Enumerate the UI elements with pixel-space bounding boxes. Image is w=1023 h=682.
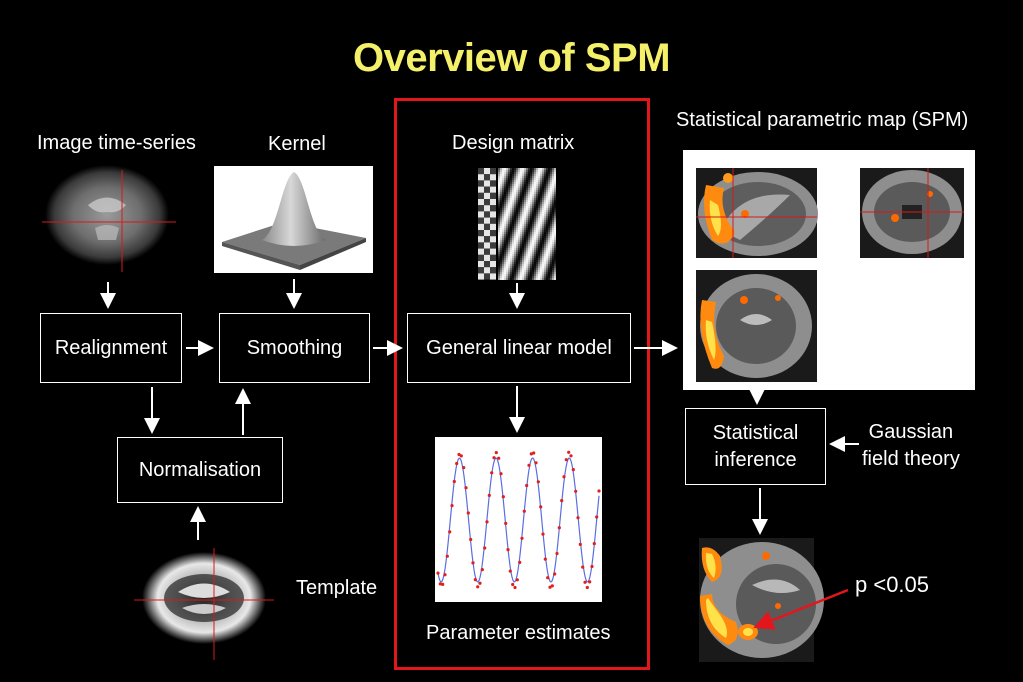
estimate-point <box>597 489 601 493</box>
spm-panel <box>683 150 975 390</box>
estimate-point <box>585 585 589 590</box>
estimate-point <box>483 546 487 550</box>
estimate-point <box>581 565 585 569</box>
flow-arrows <box>100 279 859 540</box>
image-time-series-label: Image time-series <box>37 132 196 154</box>
design-matrix-label: Design matrix <box>452 132 575 154</box>
estimate-point <box>515 578 519 582</box>
estimate-point <box>476 585 480 589</box>
estimate-point <box>569 454 573 458</box>
estimate-point <box>487 493 491 497</box>
estimate-point <box>436 571 440 575</box>
estimate-point <box>532 451 536 455</box>
glm-box: General linear model <box>407 313 631 383</box>
estimate-point <box>459 454 463 458</box>
estimate-point <box>520 536 524 540</box>
estimate-point <box>464 486 468 490</box>
estimate-point <box>592 542 596 546</box>
estimate-point <box>452 479 456 484</box>
estimate-point <box>567 450 571 454</box>
estimate-point <box>562 475 566 479</box>
estimate-point <box>504 521 508 526</box>
estimate-point <box>511 582 515 587</box>
estimate-point <box>471 561 475 565</box>
estimate-point <box>441 582 445 587</box>
design-matrix-image <box>476 167 556 280</box>
estimate-point <box>576 516 580 520</box>
glm-highlight-frame <box>394 98 650 670</box>
estimate-point <box>536 480 540 484</box>
estimate-point <box>522 509 526 513</box>
p-value-label: p <0.05 <box>855 572 930 597</box>
gaussian-kernel-image <box>214 166 373 273</box>
gaussian-field-theory-label: Gaussian field theory <box>862 421 960 470</box>
page-title: Overview of SPM <box>352 36 671 80</box>
estimate-point <box>473 578 477 582</box>
estimate-point <box>513 585 517 590</box>
estimate-point <box>450 504 454 508</box>
estimate-point <box>497 456 501 460</box>
normalisation-box: Normalisation <box>117 437 283 503</box>
estimate-point <box>557 526 561 530</box>
estimate-point <box>492 456 496 460</box>
kernel-label: Kernel <box>268 133 326 155</box>
estimate-point <box>555 551 559 556</box>
estimate-point <box>485 520 489 524</box>
smoothing-box: Smoothing <box>219 313 370 383</box>
spm-label: Statistical parametric map (SPM) <box>676 109 969 131</box>
estimate-point <box>529 452 533 456</box>
estimate-point <box>506 548 510 552</box>
estimate-point <box>518 560 522 565</box>
estimate-point <box>588 580 592 584</box>
estimate-point <box>590 564 594 569</box>
estimate-point <box>445 554 449 558</box>
estimate-point <box>494 451 498 455</box>
time-series-brain-image <box>40 165 178 275</box>
estimate-point <box>578 542 582 547</box>
estimate-point <box>571 468 575 472</box>
estimate-point <box>438 582 442 586</box>
estimate-point <box>546 576 550 580</box>
estimate-point <box>501 495 505 499</box>
estimate-point <box>583 580 587 584</box>
estimate-point <box>525 483 529 488</box>
estimate-point <box>560 499 564 503</box>
estimate-point <box>469 537 473 542</box>
estimate-point <box>490 471 494 475</box>
estimate-point <box>480 568 484 572</box>
statistical-inference-box: Statistical inference <box>685 408 826 485</box>
estimate-point <box>541 532 545 536</box>
parameter-estimates-plot <box>435 437 602 602</box>
estimate-point <box>595 515 599 519</box>
p-value-arrow <box>753 588 849 630</box>
template-brain-image <box>134 548 274 660</box>
estimate-point <box>539 505 543 509</box>
estimate-point <box>553 572 557 576</box>
estimate-point <box>574 489 578 493</box>
estimate-point <box>508 569 512 573</box>
result-brain-image <box>699 538 824 662</box>
spm-sagittal-slice <box>696 168 818 258</box>
realignment-box: Realignment <box>40 313 182 383</box>
estimate-point <box>448 530 452 534</box>
estimate-point <box>457 452 461 457</box>
estimate-point <box>462 466 466 470</box>
spm-axial-slice <box>696 270 817 382</box>
template-label: Template <box>296 577 378 599</box>
estimate-point <box>564 458 568 462</box>
estimate-point <box>455 461 459 466</box>
estimate-point <box>499 472 503 476</box>
estimate-point <box>478 581 482 585</box>
estimate-point <box>534 461 538 465</box>
estimate-point <box>550 584 554 588</box>
estimate-point <box>543 557 547 561</box>
spm-coronal-slice <box>860 168 964 258</box>
estimate-point <box>466 511 470 515</box>
estimate-point <box>527 463 531 467</box>
estimate-point <box>443 573 447 577</box>
parameter-estimates-label: Parameter estimates <box>426 622 611 644</box>
